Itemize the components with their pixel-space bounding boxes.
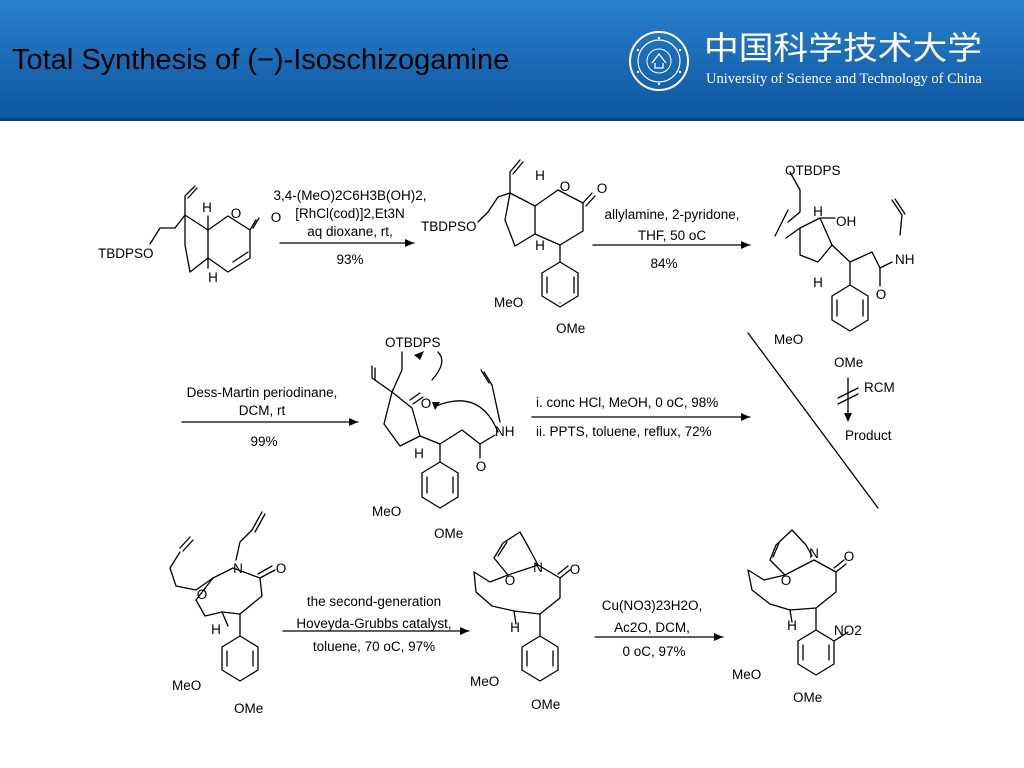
atom-label: O [421,396,432,411]
yield-text: 93% [336,252,363,267]
atom-label: N [533,560,543,575]
reagent-text: toluene, 70 oC, 97% [313,639,435,654]
atom-label: H [787,618,797,633]
failed-product-label: Product [845,428,892,443]
reaction-arrow [279,239,415,247]
atom-label: H [211,622,221,637]
atom-label: H [813,275,823,290]
slide-title: Total Synthesis of (−)-Isoschizogamine [12,44,510,76]
reagent-text: the second-generation [307,594,441,609]
reaction-arrow [594,633,724,641]
reaction-arrow [592,241,751,249]
atom-label: NH [895,252,915,267]
atom-label: O [844,549,855,564]
atom-label: H [202,200,212,215]
atom-label: H [414,446,424,461]
atom-label: O [271,210,282,225]
atom-label: O [276,561,287,576]
atom-label: MeO [774,332,803,347]
atom-label: H [510,620,520,635]
university-name-chinese-text: 中国科学技术大学 [704,30,982,66]
reagent-text: Cu(NO3)23H2O, [602,598,703,613]
yield-text: 99% [250,434,277,449]
header-banner [0,0,1024,121]
atom-label: TBDPSO [421,219,477,234]
atom-label: OH [836,214,856,229]
reaction-arrow [531,413,751,421]
atom-label: MeO [172,678,201,693]
atom-label: MeO [372,504,401,519]
atom-label: OMe [834,355,863,370]
atom-label: O [781,573,792,588]
atom-label: OMe [793,690,822,705]
failed-reaction-label: RCM [864,380,895,395]
atom-label: O [570,562,581,577]
atom-label: N [233,561,243,576]
reaction-arrow [282,627,470,635]
atom-label: O [476,459,487,474]
atom-label: H [813,204,823,219]
atom-label: N [809,546,819,561]
compound-7 [747,529,849,676]
compound-5 [169,511,276,682]
atom-label: MeO [494,295,523,310]
synthesis-scheme: TBDPSO H O O H 3,4-(MeO)2C6H3B(OH)2, [Rh… [98,159,915,716]
reagent-text: allylamine, 2-pyridone, [604,207,739,222]
atom-label: OTBDPS [385,335,441,350]
atom-label: TBDPSO [98,246,154,261]
reagent-text: 0 oC, 97% [622,644,685,659]
compound-3 [774,171,906,332]
reagent-text: i. conc HCl, MeOH, 0 oC, 98% [536,395,718,410]
reaction-arrow [181,418,359,426]
reagent-text: Dess-Martin periodinane, [187,385,338,400]
atom-label: OMe [531,697,560,712]
university-name-english: University of Science and Technology of … [706,71,982,87]
divider-line [747,332,879,509]
atom-label: O [197,587,208,602]
atom-label: OMe [556,321,585,336]
atom-label: O [876,287,887,302]
university-name-chinese: 中国科学技术大学 [704,30,982,66]
atom-label: OTBDPS [785,163,841,178]
atom-label: H [535,238,545,253]
reagent-text: Hoveyda-Grubbs catalyst, [296,616,451,631]
reagent-text: [RhCl(cod)]2,Et3N [295,206,405,221]
reagent-text: ii. PPTS, toluene, reflux, 72% [536,424,712,439]
atom-label: OMe [434,526,463,541]
reagent-text: DCM, rt [239,403,286,418]
compound-6 [473,531,571,682]
atom-label: O [505,573,516,588]
atom-label: NO2 [834,623,862,638]
atom-label: O [560,179,571,194]
compound-2 [477,159,596,308]
failed-reaction-arrow [837,377,859,422]
atom-label: NH [495,424,515,439]
atom-label: OMe [234,701,263,716]
atom-label: H [208,270,218,285]
atom-label: MeO [732,667,761,682]
reagent-text: aq dioxane, rt, [307,224,393,239]
compound-4 [371,351,501,509]
reagent-text: Ac2O, DCM, [614,620,690,635]
yield-text: 84% [650,256,677,271]
university-seal-icon [629,31,689,91]
atom-label: H [535,168,545,183]
atom-label: MeO [470,674,499,689]
atom-label: O [597,181,608,196]
reagent-text: THF, 50 oC [638,228,707,243]
atom-label: O [231,206,242,221]
compound-1 [149,185,260,273]
reagent-text: 3,4-(MeO)2C6H3B(OH)2, [273,188,426,203]
